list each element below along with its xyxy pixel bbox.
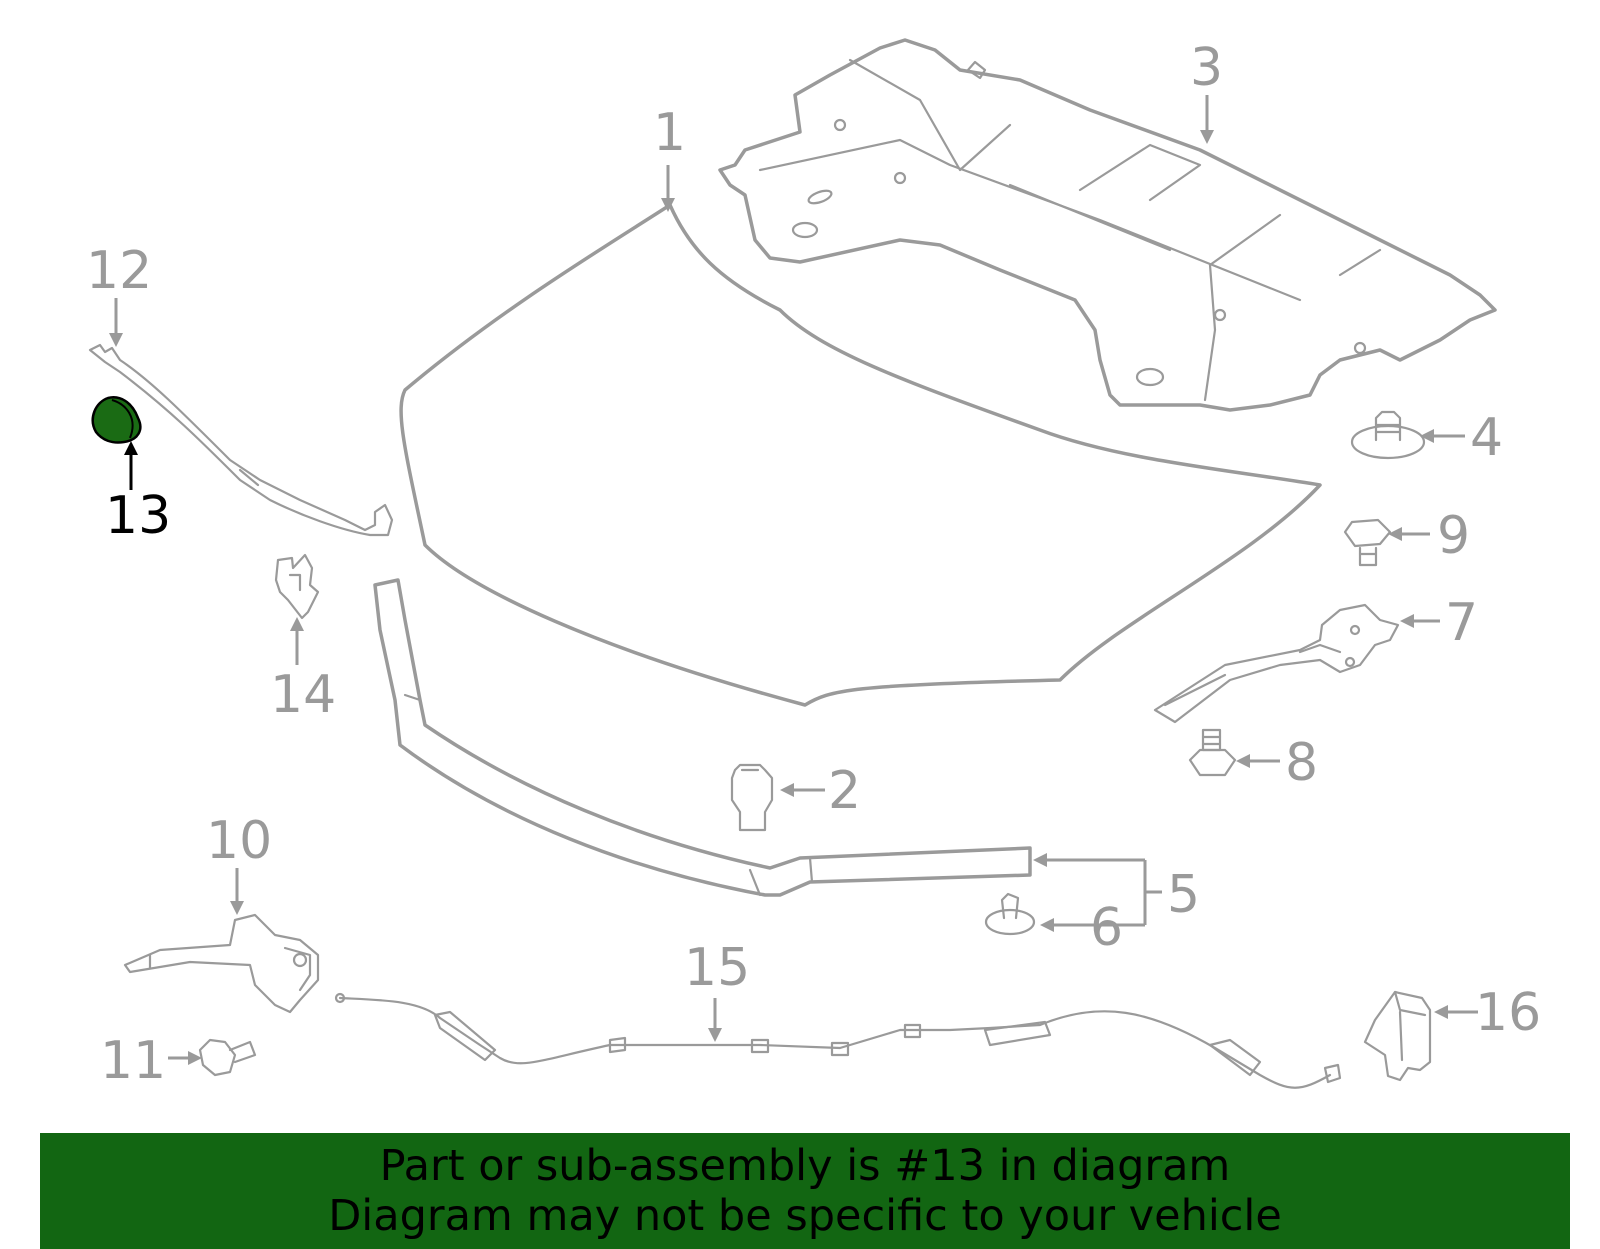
banner-line-part: Part or sub-assembly is #13 in diagram [379, 1141, 1231, 1191]
part-11-bolt[interactable] [198, 1038, 257, 1077]
callout-labels: 1 2 3 4 5 6 7 8 9 10 11 12 13 14 15 16 [86, 38, 1541, 1091]
part-1-hood-panel[interactable] [399, 203, 1322, 707]
part-8-bolt[interactable] [1188, 728, 1237, 777]
part-3-hood-insulator[interactable] [718, 38, 1497, 412]
part-4-pin[interactable] [1350, 410, 1426, 460]
part-16-bracket[interactable] [1363, 990, 1432, 1082]
callout-13[interactable]: 13 [105, 486, 171, 546]
callout-11[interactable]: 11 [100, 1031, 166, 1091]
callout-7[interactable]: 7 [1445, 593, 1478, 653]
callout-16[interactable]: 16 [1475, 983, 1541, 1043]
part-14-clip[interactable] [274, 553, 320, 620]
callout-8[interactable]: 8 [1285, 733, 1318, 793]
part-15-release-cable[interactable] [334, 992, 1342, 1089]
callout-arrows [109, 95, 1478, 1065]
part-5-hood-seal[interactable] [373, 578, 1032, 897]
part-2-stopper[interactable] [730, 763, 774, 832]
info-banner: Part or sub-assembly is #13 in diagram D… [40, 1133, 1570, 1249]
banner-line-disclaimer: Diagram may not be specific to your vehi… [328, 1191, 1282, 1241]
callout-12[interactable]: 12 [86, 241, 152, 301]
callout-6[interactable]: 6 [1090, 898, 1123, 958]
callout-15[interactable]: 15 [684, 938, 750, 998]
part-13-grommet[interactable] [91, 396, 142, 444]
part-7-hinge[interactable] [1153, 603, 1400, 724]
callout-9[interactable]: 9 [1437, 506, 1470, 566]
callout-1[interactable]: 1 [653, 103, 686, 163]
callout-5[interactable]: 5 [1167, 865, 1200, 925]
part-9-bolt[interactable] [1343, 518, 1392, 567]
callout-10[interactable]: 10 [206, 811, 272, 871]
callout-14[interactable]: 14 [270, 665, 336, 725]
part-12-hood-support-rod[interactable] [88, 343, 394, 537]
callout-2[interactable]: 2 [828, 761, 861, 821]
callout-4[interactable]: 4 [1470, 408, 1503, 468]
parts-diagram: 1 2 3 4 5 6 7 8 9 10 11 12 13 14 15 16 [86, 38, 1541, 1091]
callout-3[interactable]: 3 [1190, 38, 1223, 98]
part-6-pin[interactable] [984, 892, 1036, 936]
part-10-hood-lock[interactable] [123, 913, 320, 1014]
